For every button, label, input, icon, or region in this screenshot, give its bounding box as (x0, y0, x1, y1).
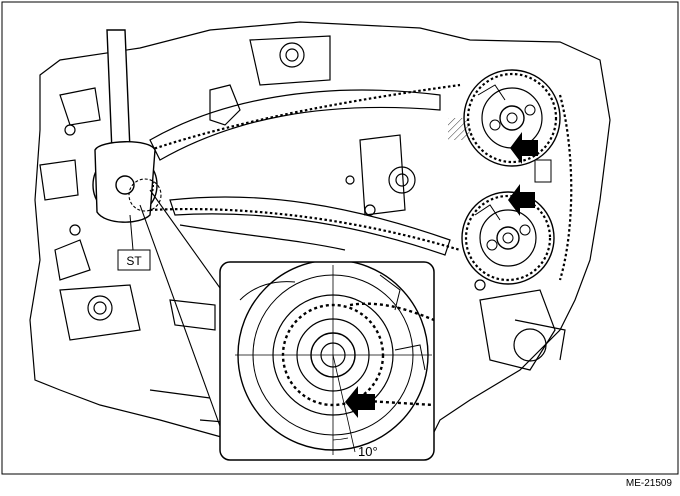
cam-bracket (534, 159, 552, 183)
arrow-pointer-icon (510, 132, 538, 164)
figure-border (1, 1, 679, 475)
st-callout: ST (117, 214, 151, 271)
special-tool-wrench (94, 29, 156, 223)
figure-id: ME-21509 (626, 478, 673, 489)
exhaust-cam-sprocket (461, 191, 555, 285)
angle-label: 10° (358, 444, 378, 459)
chain-guides (149, 84, 451, 256)
arrow-pointer-icon (508, 184, 535, 216)
hatched-area (448, 118, 470, 140)
st-label: ST (126, 254, 142, 268)
arrow-pointer-icon (345, 386, 375, 418)
intake-cam-sprocket (463, 69, 561, 167)
detail-inset: 10° (219, 261, 435, 461)
timing-chain (149, 83, 573, 281)
magnification-lines (128, 178, 226, 441)
